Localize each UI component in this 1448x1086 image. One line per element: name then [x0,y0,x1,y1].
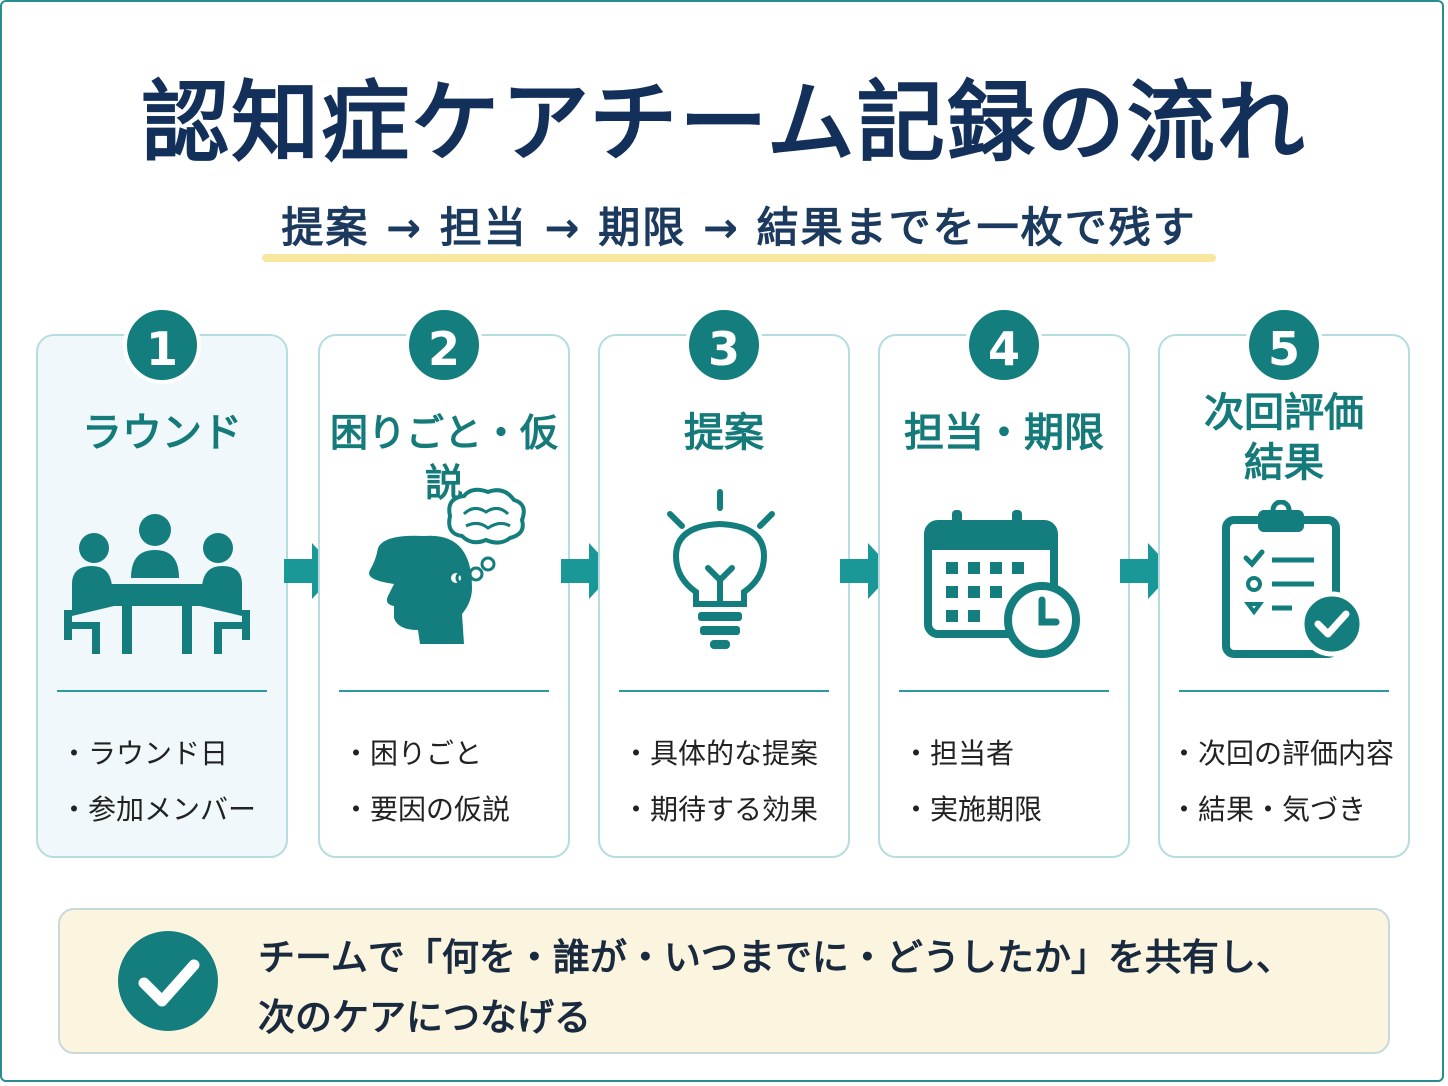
step-title-3: 提案 [684,410,764,456]
step-divider-1 [57,690,267,692]
step-bullets-1: ・ラウンド日 ・参加メンバー [60,726,300,838]
step-number-badge-4: 4 [965,306,1043,384]
step-title-1: ラウンド [82,410,242,456]
summary-line-1: チームで「何を・誰が・いつまでに・どうしたか」を共有し、 [258,936,1293,979]
step-number-badge-1: 1 [123,306,201,384]
clipboard-check-icon [1222,500,1364,658]
head-thought-icon [369,487,526,644]
step-number-badge-3: 3 [685,306,763,384]
step-divider-4 [899,690,1109,692]
step-bullets-2: ・困りごと ・要因の仮説 [342,726,582,838]
step-card-5 [1158,334,1410,858]
subtitle: 提案 → 担当 → 期限 → 結果までを一枚で残す [281,203,1197,252]
step-bullets-4: ・担当者 ・実施期限 [902,726,1142,838]
meeting-people-icon [64,514,250,654]
step-title-5: 次回評価 結果 [1158,388,1410,488]
checkmark-icon [138,959,200,1007]
step-number-badge-5: 5 [1245,306,1323,384]
step-number-badge-2: 2 [405,306,483,384]
step-divider-3 [619,690,829,692]
step-title-2: 困りごと・仮説 [329,411,558,505]
calendar-clock-icon [924,510,1080,658]
subtitle-highlight [262,254,1216,262]
step-card-3 [598,334,850,858]
list-item: ・困りごと [342,737,483,770]
step-title-4: 担当・期限 [904,410,1104,456]
list-item: ・結果・気づき [1170,793,1367,826]
step-card-4 [878,334,1130,858]
lightbulb-icon [667,489,775,649]
list-item: ・具体的な提案 [622,737,819,770]
list-item: ・次回の評価内容 [1170,737,1395,770]
subtitle-block: 提案 → 担当 → 期限 → 結果までを一枚で残す [262,196,1216,266]
list-item: ・実施期限 [902,793,1043,826]
list-item: ・期待する効果 [622,793,819,826]
list-item: ・要因の仮説 [342,793,511,826]
step-title-line: 次回評価 [1204,390,1364,436]
step-title-line: 結果 [1244,440,1324,486]
list-item: ・担当者 [902,737,1015,770]
step-divider-5 [1179,690,1389,692]
summary-box [58,908,1390,1054]
step-bullets-5: ・次回の評価内容 ・結果・気づき [1170,726,1410,838]
step-divider-2 [339,690,549,692]
list-item: ・ラウンド日 [60,737,229,770]
step-bullets-3: ・具体的な提案 ・期待する効果 [622,726,862,838]
page-title: 認知症ケアチーム記録の流れ [141,71,1307,174]
summary-text: チームで「何を・誰が・いつまでに・どうしたか」を共有し、 次のケアにつなげる [258,928,1368,1048]
list-item: ・参加メンバー [60,793,257,826]
summary-line-2: 次のケアにつなげる [258,996,591,1039]
check-circle-icon [118,931,218,1031]
